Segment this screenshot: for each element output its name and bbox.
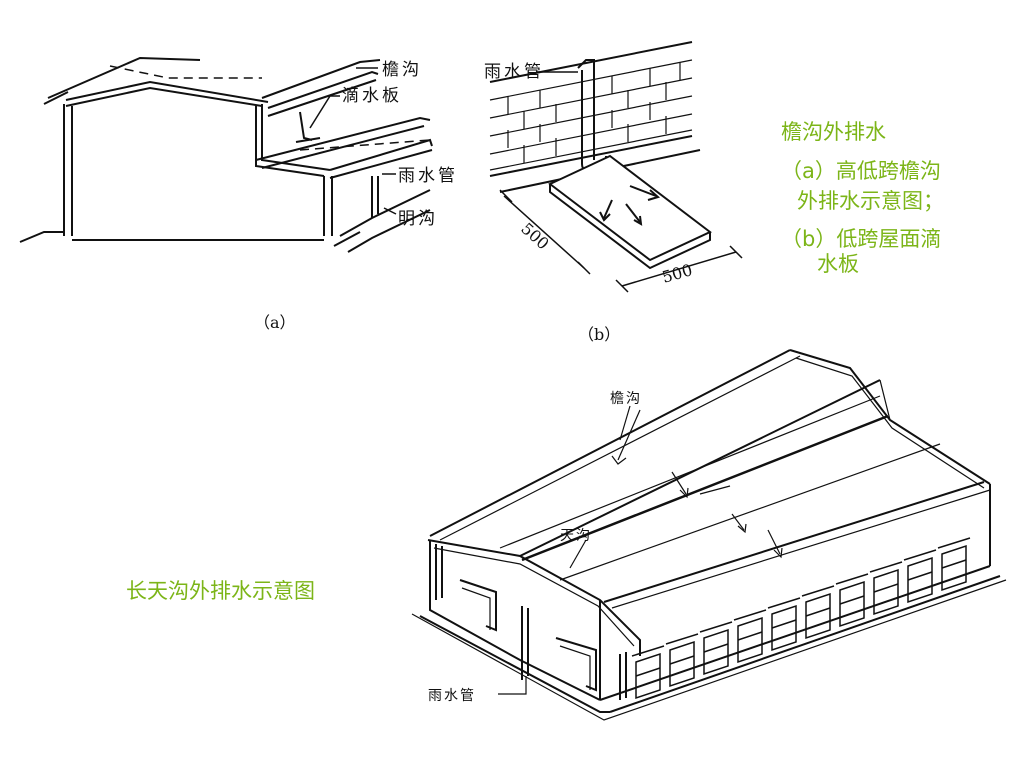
label-eaves-gutter-c: 檐沟 (610, 391, 642, 407)
label-downpipe-c: 雨水管 (428, 688, 476, 704)
note-item-a-line1: （a）高低跨檐沟 (781, 159, 941, 183)
label-open-ditch-a: 明沟 (398, 209, 438, 229)
note-item-a-line2: 外排水示意图； (797, 189, 944, 213)
diagram-c (411, 349, 1007, 721)
caption-b: （b） (578, 325, 620, 344)
dimension-right-b: 500 (660, 260, 695, 287)
diagram-b (489, 41, 743, 293)
label-downpipe-a: 雨水管 (398, 166, 458, 186)
dimension-left-b: 500 (517, 219, 552, 254)
note-item-b-line1: （b）低跨屋面滴 (781, 227, 942, 251)
label-valley-gutter-c: 天沟 (560, 528, 592, 544)
caption-a: （a） (254, 313, 296, 332)
note-title: 檐沟外排水 (781, 120, 886, 144)
note-item-b-line2: 水板 (817, 252, 859, 276)
label-eaves-gutter-a: 檐沟 (382, 60, 422, 80)
long-valley-caption: 长天沟外排水示意图 (126, 579, 315, 603)
label-drip-board-a: 滴水板 (342, 86, 402, 106)
diagram-a (19, 56, 433, 253)
label-downpipe-b: 雨水管 (484, 62, 544, 82)
